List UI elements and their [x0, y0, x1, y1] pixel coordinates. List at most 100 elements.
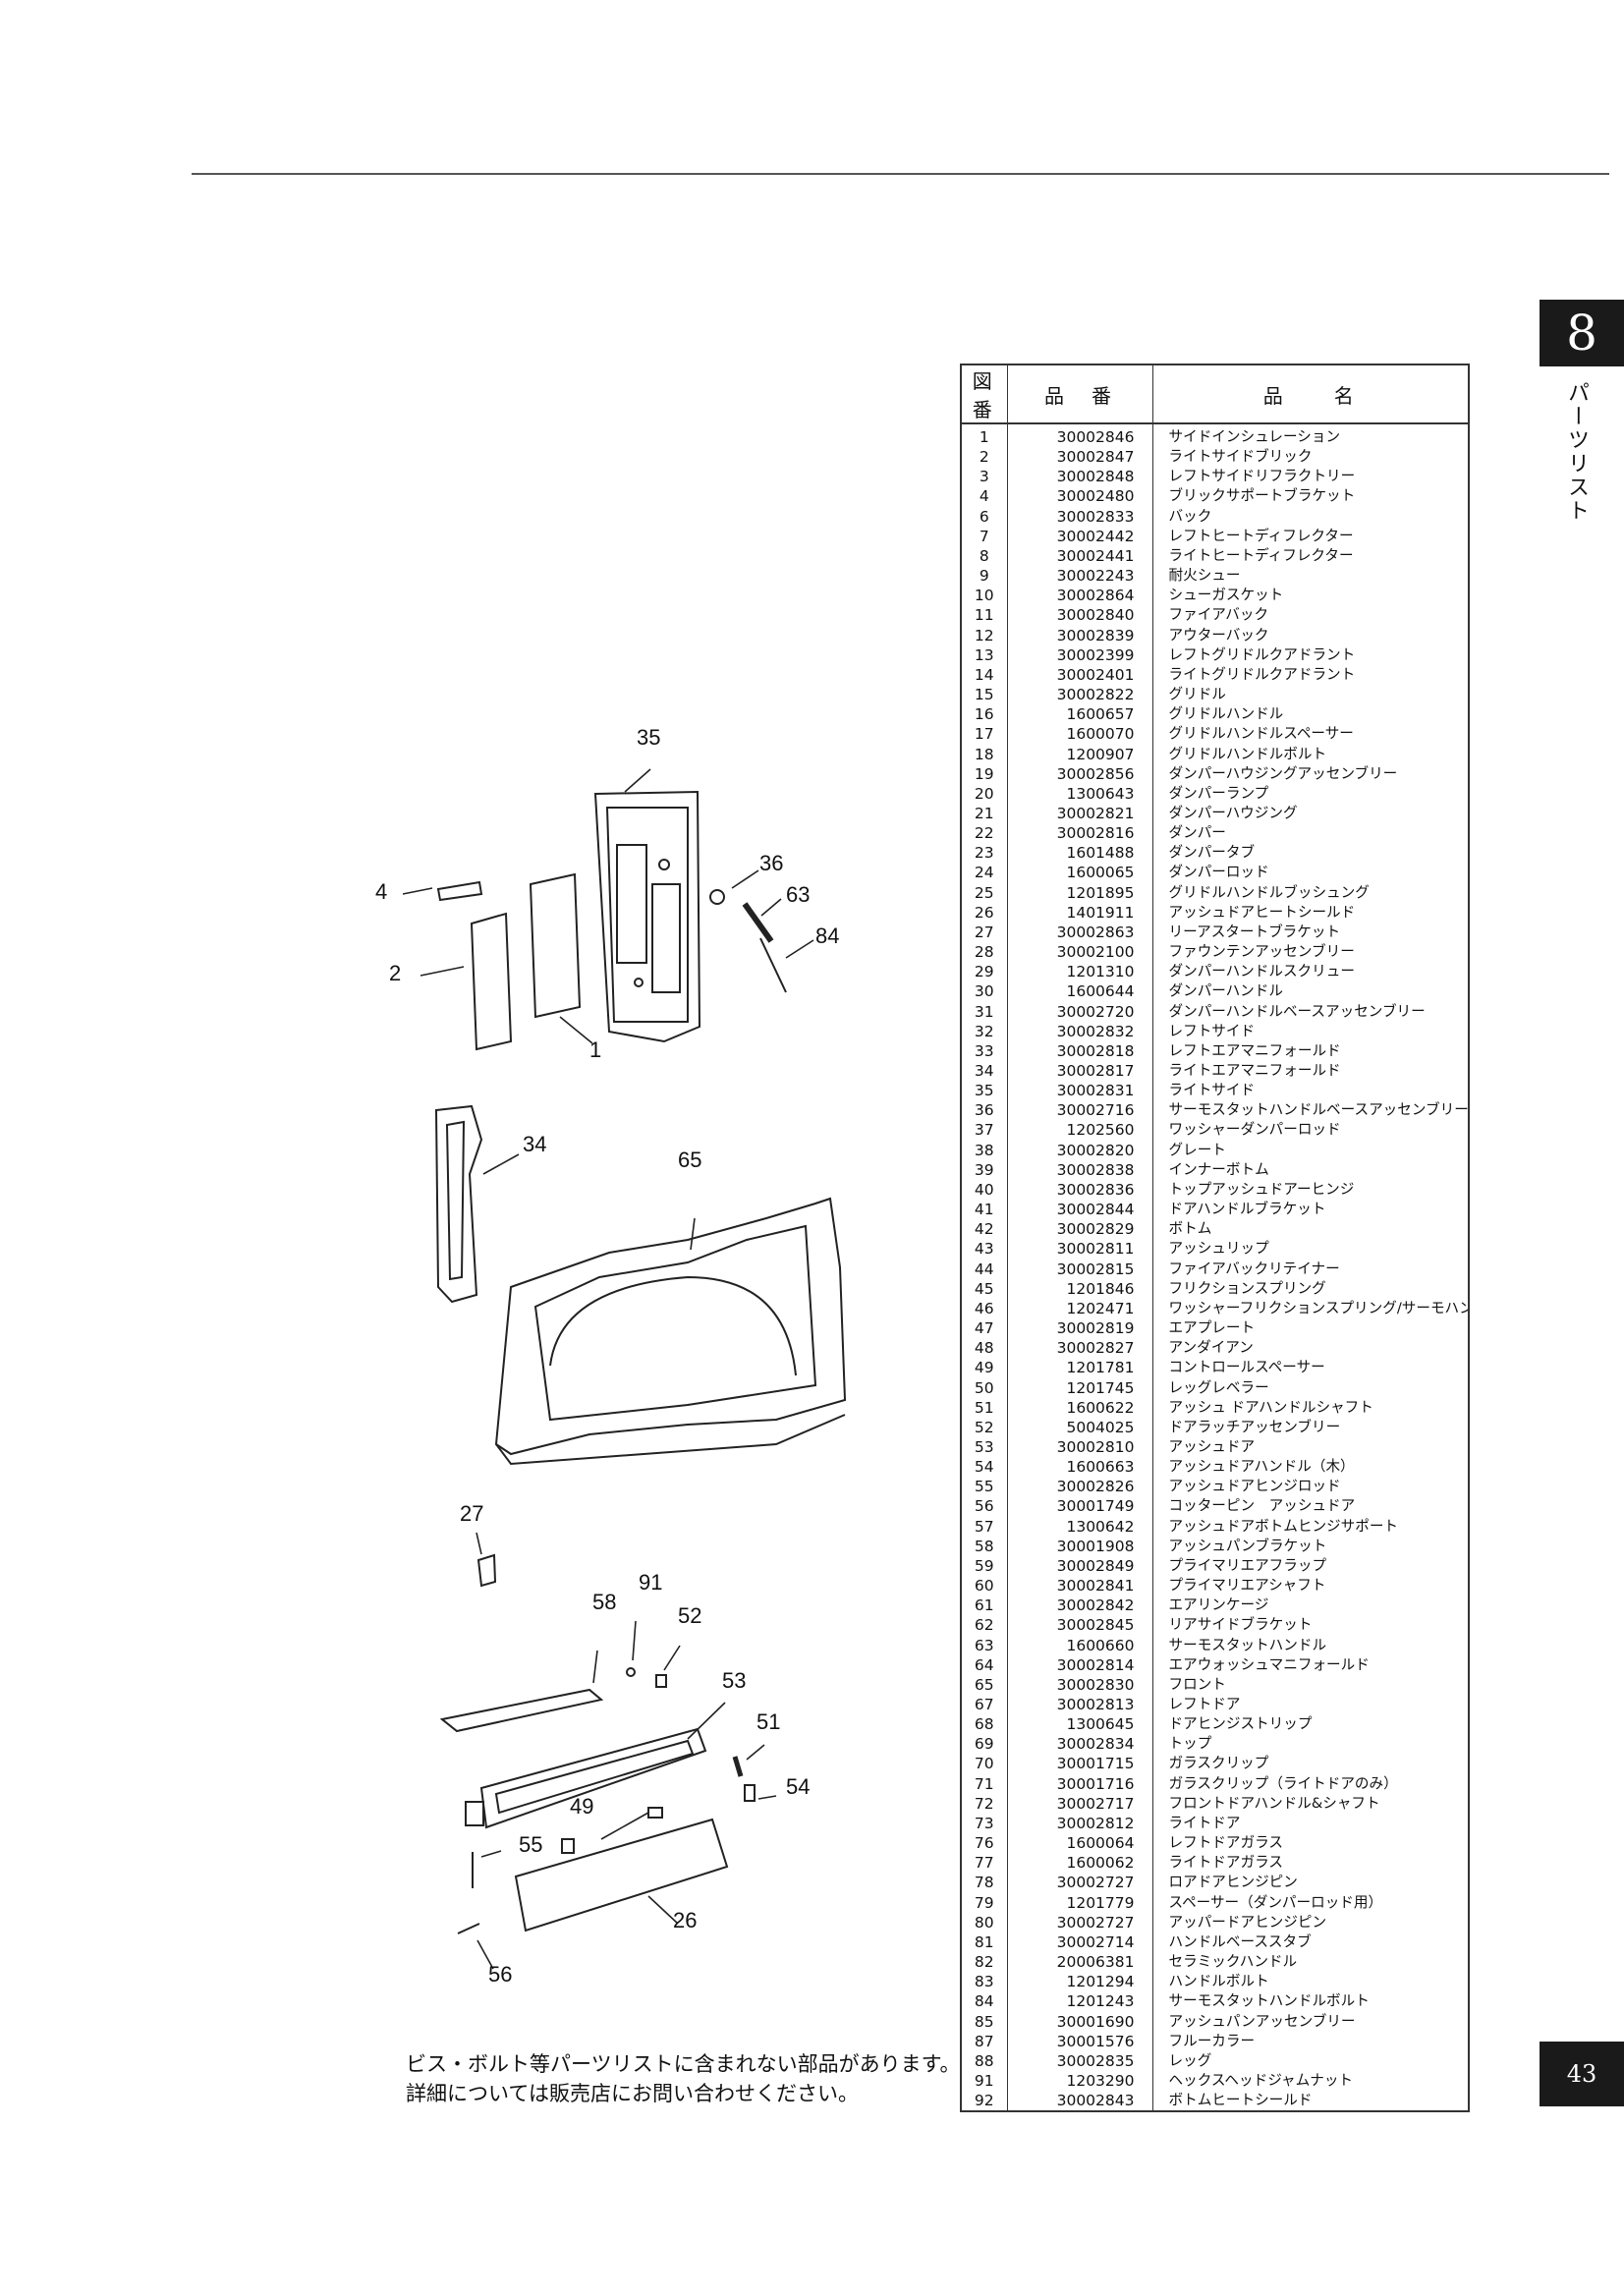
fig-number-cell: 40 — [962, 1179, 1008, 1201]
part-name-cell: グリドルハンドルスペーサー — [1168, 725, 1354, 743]
part-name-cell: ライトドアガラス — [1168, 1854, 1283, 1872]
part-number-cell: 30002716 — [1007, 1100, 1153, 1121]
callout-56: 56 — [488, 1962, 512, 1987]
header-part-number: 品 番 — [1007, 365, 1153, 424]
header-fig-number: 図番 — [962, 365, 1008, 424]
part-number-cell: 30002835 — [1007, 2050, 1153, 2071]
part-number-cell: 30002849 — [1007, 1555, 1153, 1577]
callout-53: 53 — [722, 1668, 746, 1693]
part-name-cell: アッパードアヒンジピン — [1168, 1913, 1327, 1931]
part-number-cell: 30002833 — [1007, 506, 1153, 527]
fig-number-cell: 34 — [962, 1061, 1008, 1082]
fig-number-cell: 19 — [962, 763, 1008, 784]
part-name-cell: アッシュドアハンドル（木） — [1168, 1458, 1355, 1476]
part-name-cell: ライトヒートディフレクター — [1168, 546, 1354, 564]
part-name-cell: ダンパーハンドルスクリュー — [1168, 963, 1355, 980]
fig-number-cell: 54 — [962, 1457, 1008, 1478]
fig-number-cell: 36 — [962, 1100, 1008, 1121]
fig-number-cell: 29 — [962, 962, 1008, 982]
part-number-cell: 1600657 — [1007, 704, 1153, 725]
part-name-cell: ダンパー — [1168, 824, 1226, 842]
fig-number-cell: 72 — [962, 1793, 1008, 1814]
part-number-cell: 1201294 — [1007, 1972, 1153, 1992]
part-number-cell: 30002813 — [1007, 1695, 1153, 1715]
fig-number-cell: 55 — [962, 1477, 1008, 1497]
footnote-line-1: ビス・ボルト等パーツリストに含まれない部品があります。 — [406, 2052, 961, 2076]
callout-51: 51 — [756, 1709, 780, 1734]
fig-number-cell: 3 — [962, 467, 1008, 487]
part-number-cell: 1600622 — [1007, 1397, 1153, 1418]
callout-49: 49 — [570, 1794, 593, 1819]
callout-52: 52 — [678, 1603, 701, 1628]
callout-35: 35 — [637, 725, 660, 750]
fig-number-cell: 14 — [962, 664, 1008, 686]
part-name-cell: レフトグリドルクアドラント — [1168, 645, 1356, 663]
part-number-cell: 1201846 — [1007, 1278, 1153, 1299]
part-number-cell: 20006381 — [1007, 1952, 1153, 1973]
part-name-cell: プライマリエアシャフト — [1168, 1577, 1326, 1595]
callout-36: 36 — [759, 851, 783, 875]
part-number-cell: 30002821 — [1007, 803, 1153, 824]
fig-number-cell: 73 — [962, 1813, 1008, 1834]
part-name-cell: ダンパーハンドル — [1168, 982, 1283, 1000]
fig-number-cell: 62 — [962, 1615, 1008, 1636]
header-rule — [192, 173, 1609, 175]
part-name-cell: バック — [1168, 507, 1212, 525]
fig-number-cell: 53 — [962, 1436, 1008, 1458]
part-name-cell: アッシュ ドアハンドルシャフト — [1168, 1398, 1373, 1416]
fig-number-cell: 12 — [962, 625, 1008, 645]
part-number-cell: 30001715 — [1007, 1754, 1153, 1774]
part-name-cell: フロント — [1168, 1675, 1226, 1693]
fig-number-cell: 82 — [962, 1952, 1008, 1973]
part-number-cell: 30002243 — [1007, 566, 1153, 587]
part-name-cell: ダンパータブ — [1168, 844, 1256, 862]
fig-number-cell: 20 — [962, 783, 1008, 804]
fig-number-cell: 44 — [962, 1259, 1008, 1279]
part-number-cell: 1201895 — [1007, 882, 1153, 903]
part-name-cell: ライトサイドブリック — [1168, 448, 1313, 466]
part-name-cell: レフトヒートディフレクター — [1168, 527, 1354, 544]
part-number-cell: 30001749 — [1007, 1496, 1153, 1517]
part-name-cell: グリドル — [1168, 686, 1226, 703]
fig-number-cell: 24 — [962, 863, 1008, 883]
fig-number-cell: 16 — [962, 704, 1008, 725]
fig-number-cell: 11 — [962, 605, 1008, 626]
part-number-cell: 30002727 — [1007, 1912, 1153, 1932]
part-number-cell: 30001690 — [1007, 2011, 1153, 2032]
part-name-cell: サーモスタットハンドル — [1168, 1636, 1327, 1653]
fig-number-cell: 63 — [962, 1635, 1008, 1655]
fig-number-cell: 37 — [962, 1120, 1008, 1141]
latch-drawing — [655, 1674, 667, 1688]
fig-number-cell: 2 — [962, 447, 1008, 468]
part-name-cell: ダンパーランプ — [1168, 784, 1269, 802]
bracket-drawing — [476, 1553, 497, 1588]
part-name-cell: ロアドアヒンジピン — [1168, 1874, 1298, 1891]
part-number-cell: 30002831 — [1007, 1081, 1153, 1101]
fig-number-cell: 85 — [962, 2011, 1008, 2032]
fig-number-cell: 7 — [962, 526, 1008, 546]
part-name-cell: アウターバック — [1168, 626, 1269, 644]
